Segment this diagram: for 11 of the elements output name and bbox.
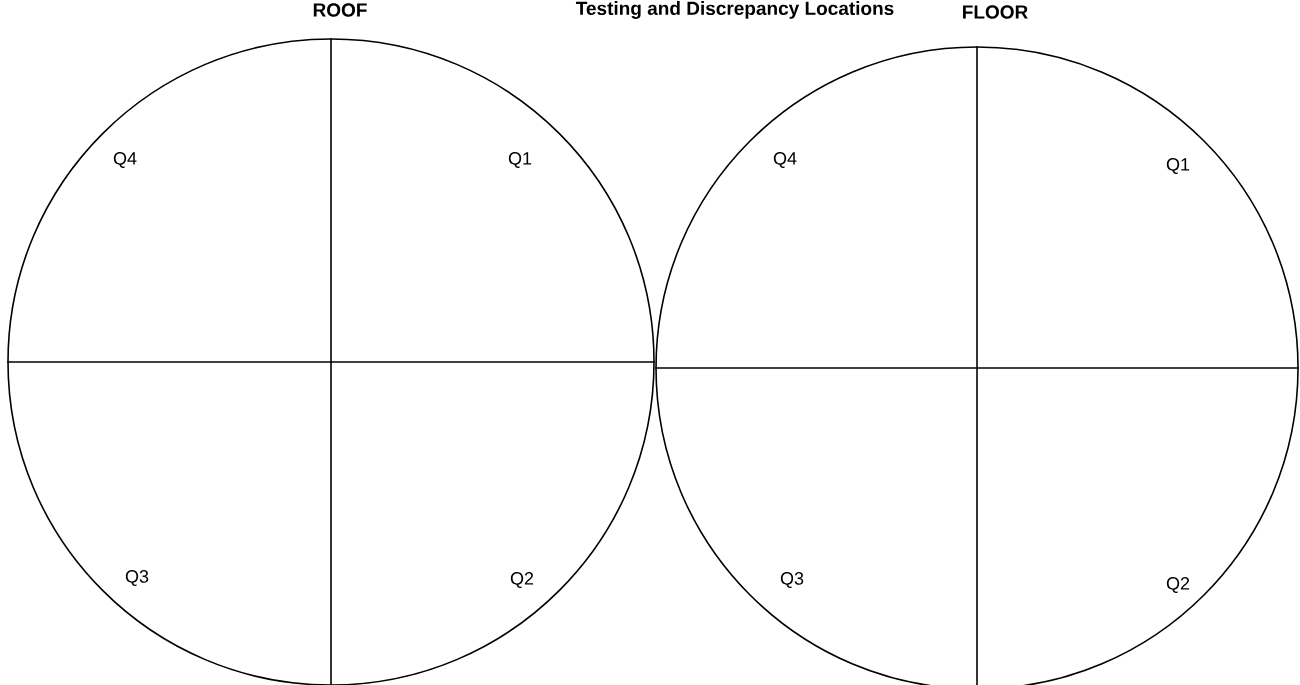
quadrant-label: Q1 [1166,158,1190,174]
quadrant-label: Q3 [780,572,804,588]
title: Testing and Discrepancy Locations [576,1,894,19]
quadrant-label: Q4 [773,152,797,168]
quadrant-label: Q2 [1166,577,1190,593]
quadrant-label: Q3 [125,570,149,586]
quadrant-label: Q2 [510,572,534,588]
circle-heading: FLOOR [960,4,1030,20]
circle-heading: ROOF [311,2,369,18]
quadrant-label: Q4 [113,152,137,168]
quadrant-label: Q1 [508,152,532,168]
